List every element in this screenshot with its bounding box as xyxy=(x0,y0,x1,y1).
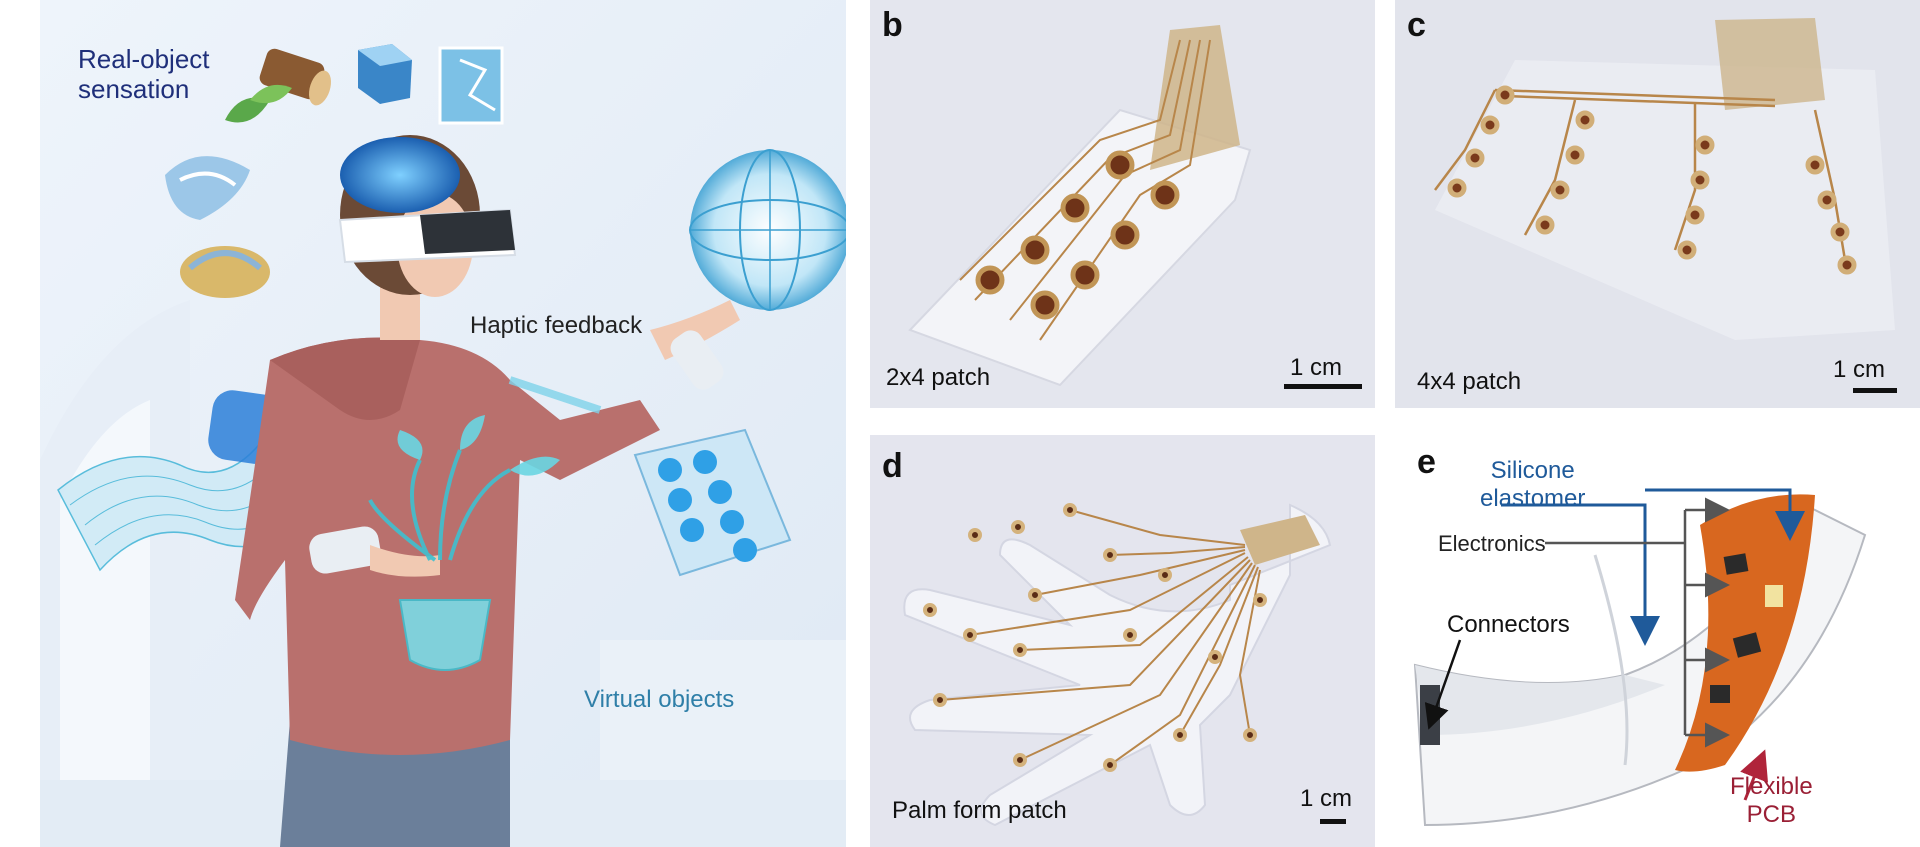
label-silicone-elastomer: Silicone elastomer xyxy=(1480,457,1586,512)
label-electronics: Electronics xyxy=(1438,531,1546,556)
wearable-device-schematic xyxy=(1395,435,1920,847)
panel-c: c 4x4 patch 1 cm xyxy=(1395,0,1920,408)
virtual-plant xyxy=(368,415,560,671)
palm-form-patch-photo xyxy=(870,435,1375,847)
virtual-dot-pad xyxy=(633,428,792,577)
caption-2x4-patch: 2x4 patch xyxy=(886,364,991,391)
panel-label-c: c xyxy=(1407,6,1426,44)
scale-bar-label-d: 1 cm xyxy=(1300,785,1353,812)
caption-4x4-patch: 4x4 patch xyxy=(1417,368,1522,395)
panel-label-e: e xyxy=(1417,443,1436,481)
panel-a: a Real-object sensation Haptic feedback … xyxy=(40,0,846,847)
scale-bar-label-b: 1 cm xyxy=(1290,354,1343,381)
label-connectors: Connectors xyxy=(1447,611,1570,638)
panel-d: d Palm form patch 1 cm xyxy=(870,435,1375,847)
label-flexible-pcb: Flexible PCB xyxy=(1730,773,1813,828)
patch-2x4-photo xyxy=(870,0,1375,408)
vr-scene-illustration xyxy=(40,0,846,847)
panel-label-d: d xyxy=(882,447,903,485)
panel-e: e Silicone elastomer Electronics Connect… xyxy=(1395,435,1920,847)
patch-4x4-photo xyxy=(1395,0,1920,408)
caption-palm-form-patch: Palm form patch xyxy=(892,797,1067,824)
person-figure xyxy=(235,135,740,847)
real-object-icons xyxy=(165,44,504,298)
panel-b: b 2x4 patch 1 cm xyxy=(870,0,1375,408)
virtual-globe xyxy=(689,149,846,311)
label-haptic-feedback: Haptic feedback xyxy=(470,312,643,339)
panel-label-b: b xyxy=(882,6,903,44)
scale-bar-label-c: 1 cm xyxy=(1833,356,1886,383)
label-virtual-objects: Virtual objects xyxy=(584,686,735,713)
label-real-object-sensation: Real-object sensation xyxy=(78,44,210,104)
